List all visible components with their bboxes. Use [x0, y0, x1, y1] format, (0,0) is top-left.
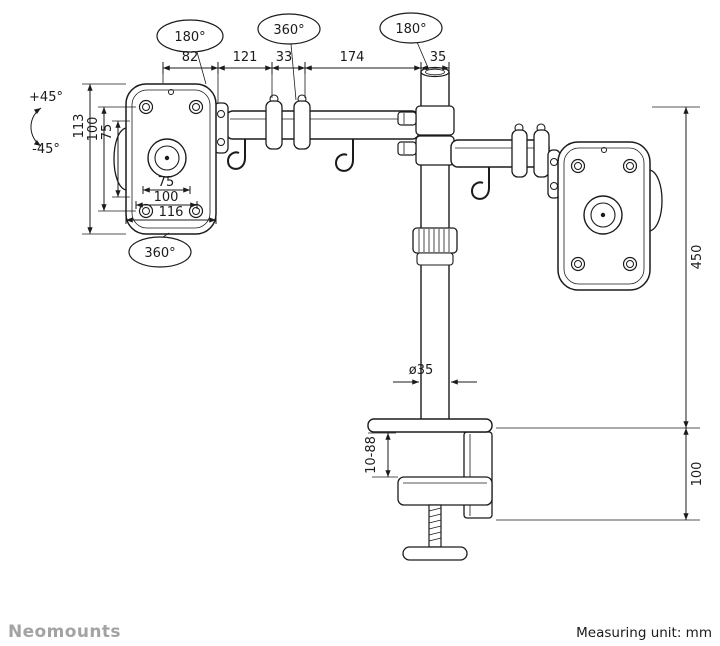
dim-450-label: 450 [690, 245, 705, 270]
dim-33-label: 33 [276, 50, 293, 65]
vesa-hole [188, 99, 204, 115]
clamp-range-dimension: 10-88 [364, 432, 398, 478]
vesa-hole [622, 158, 638, 174]
arm-joint-collar [533, 129, 550, 178]
left-arm [225, 94, 420, 172]
dim-113-label: 113 [72, 114, 87, 139]
rotation-badge [257, 13, 321, 45]
leader-line [416, 41, 430, 71]
clamp-knob [402, 546, 468, 561]
dim-82-label: 82 [182, 50, 199, 65]
height-adjustment-ring [412, 227, 458, 266]
left-plate-swivel-label: 360° [144, 246, 175, 261]
dim-121-label: 121 [233, 50, 258, 65]
left-vesa-plate [113, 83, 229, 235]
tilt-hinge [649, 169, 663, 232]
arm-joint-collar [293, 100, 311, 150]
cable-hook-icon [334, 139, 354, 172]
clamp-bolt-icon [397, 111, 417, 126]
cable-hook-icon [226, 139, 246, 170]
brand-logo: Neomounts [8, 622, 121, 642]
clamp-height-dimension: 100 [496, 428, 705, 521]
rotation-badge [156, 19, 224, 53]
dim-dia35-label: ø35 [409, 363, 434, 378]
clamp-bolt-icon [397, 141, 417, 156]
leader-line [162, 232, 170, 238]
pole-diameter-dimension: ø35 [393, 363, 477, 385]
vesa-hole [622, 256, 638, 272]
desk-clamp [367, 418, 493, 561]
arm-joint-collar [511, 129, 528, 178]
leader-line [290, 43, 297, 101]
tilt-hinge [113, 127, 127, 191]
dim-75h-label: 75 [158, 175, 175, 190]
left-plate-rotation-label: 180° [174, 30, 205, 45]
plate-horizontal-dimensions: 75 100 116 [125, 175, 217, 224]
rotation-badge [379, 12, 443, 44]
vesa-hole [138, 99, 154, 115]
footer: Neomounts Measuring unit: mm [8, 622, 712, 642]
cable-hook-icon [470, 167, 490, 200]
dim-100r-label: 100 [690, 462, 705, 487]
plate-hub [583, 195, 623, 235]
dim-10-88-label: 10-88 [364, 436, 379, 474]
rotation-badges: 180° 360° 180° 360° [128, 12, 443, 268]
measuring-unit-note: Measuring unit: mm [576, 625, 712, 641]
pole-rotation-label: 180° [395, 22, 426, 37]
plate-vertical-dimensions: 113 100 75 [72, 83, 136, 235]
dim-75v-label: 75 [100, 124, 115, 141]
top-chain-dimensions: 82 121 33 174 35 [162, 50, 450, 103]
pole-height-dimension: 450 [496, 106, 705, 429]
tilt-down-label: -45° [32, 142, 60, 157]
dim-116-label: 116 [159, 205, 184, 220]
tilt-arc [30, 107, 42, 147]
arm-joint-collar [265, 100, 283, 150]
tilt-up-label: +45° [29, 90, 63, 105]
clamp-lower-jaw [397, 476, 493, 506]
right-vesa-plate [557, 141, 663, 291]
tilt-annotation: +45° -45° [29, 90, 63, 157]
vesa-hole [570, 158, 586, 174]
arm-joint-rotation-label: 360° [273, 23, 304, 38]
dim-174-label: 174 [340, 50, 365, 65]
dim-100h-label: 100 [154, 190, 179, 205]
dim-35-label: 35 [430, 50, 447, 65]
pole-arm-collars [397, 105, 455, 166]
dim-100v-label: 100 [86, 117, 101, 142]
plate-hub [147, 138, 187, 178]
right-arm [450, 123, 561, 200]
vesa-hole [570, 256, 586, 272]
clamp-top-plate [367, 418, 493, 433]
rotation-badge [128, 236, 192, 268]
